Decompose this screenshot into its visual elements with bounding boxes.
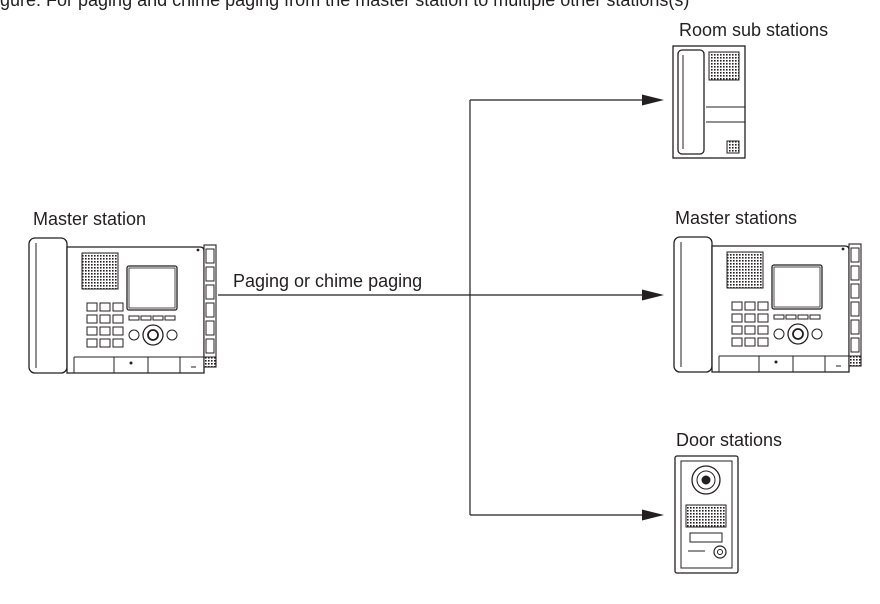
arrowheads xyxy=(642,94,664,521)
cropped-heading-text: gure: For paging and chime paging from t… xyxy=(0,0,690,10)
arrow-masters xyxy=(642,289,664,301)
dest-master-station-icon xyxy=(673,236,862,373)
arrow-door xyxy=(642,509,664,521)
source-master-station-icon xyxy=(28,237,217,374)
master-stations-label: Master stations xyxy=(675,208,798,228)
door-station-icon xyxy=(674,455,739,574)
connector-lines xyxy=(218,99,650,516)
source-station-label: Master station xyxy=(33,209,147,229)
door-stations-label: Door stations xyxy=(676,430,783,450)
room-sub-station-icon xyxy=(672,45,746,159)
arrow-room xyxy=(642,94,664,106)
paging-edge-label: Paging or chime paging xyxy=(233,271,423,291)
room-sub-stations-label: Room sub stations xyxy=(679,20,829,40)
